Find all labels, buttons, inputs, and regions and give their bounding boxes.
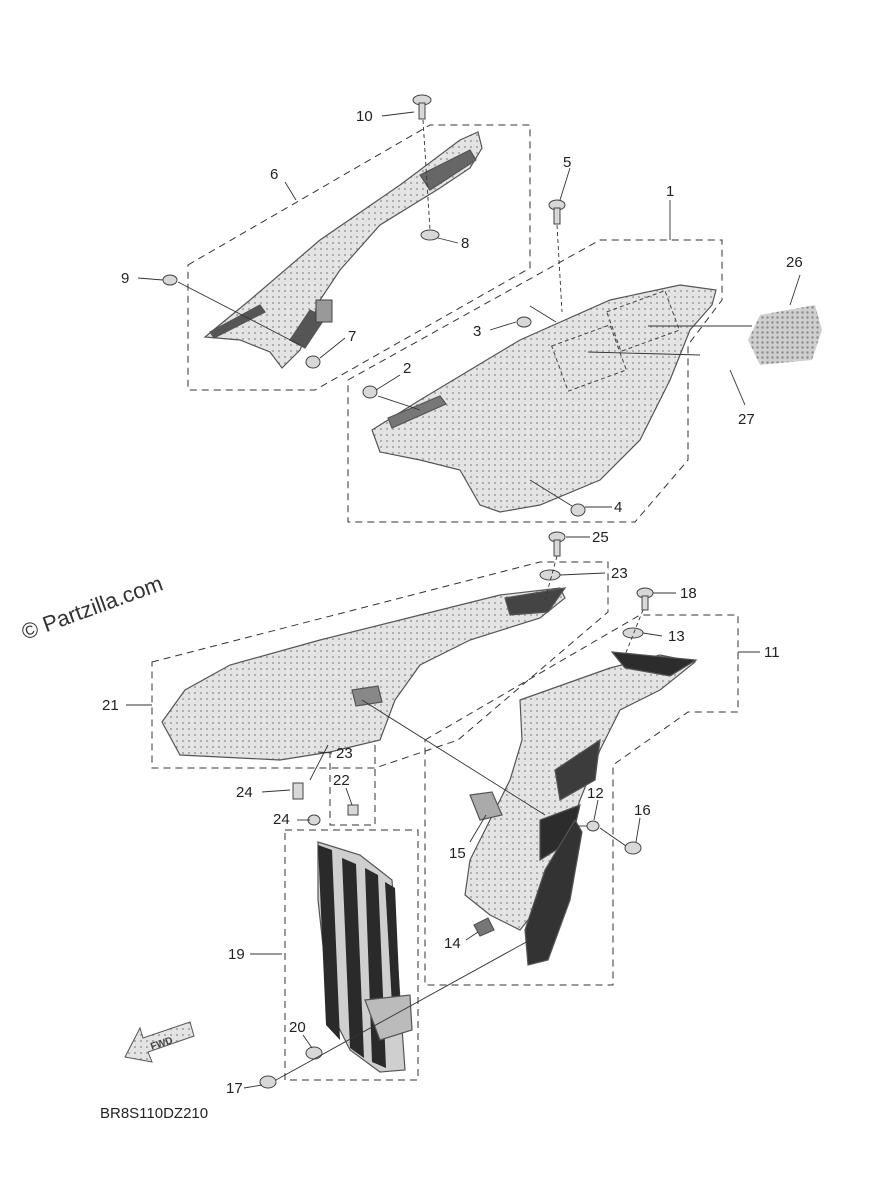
callout-23b: 23 <box>336 745 353 762</box>
callout-12: 12 <box>587 785 604 802</box>
part-26-decal <box>748 305 822 365</box>
callout-26: 26 <box>786 254 803 271</box>
callout-6: 6 <box>270 166 278 183</box>
callout-17: 17 <box>226 1080 243 1097</box>
callout-27: 27 <box>738 411 755 428</box>
callouts: 1 2 3 4 5 6 7 8 9 10 11 12 13 14 15 16 1… <box>102 108 803 1097</box>
group-1-outline <box>347 239 723 523</box>
callout-19: 19 <box>228 946 245 963</box>
fwd-arrow: FWD <box>124 1021 195 1063</box>
callout-22: 22 <box>333 772 350 789</box>
leader-lines <box>126 111 801 1089</box>
callout-4: 4 <box>614 499 622 516</box>
part-14-clip <box>473 917 495 937</box>
callout-20: 20 <box>289 1019 306 1036</box>
callout-13: 13 <box>668 628 685 645</box>
callout-24a: 24 <box>236 784 253 801</box>
callout-11: 11 <box>764 644 780 661</box>
callout-25: 25 <box>592 529 609 546</box>
diagram-code: BR8S110DZ210 <box>100 1105 208 1122</box>
part-11-side-panel <box>464 651 698 966</box>
fasteners <box>162 94 654 1089</box>
callout-18: 18 <box>680 585 697 602</box>
group-21-outline <box>151 561 609 769</box>
callout-21: 21 <box>102 697 119 714</box>
part-6-side-cover <box>203 131 483 369</box>
group-6-outline <box>187 124 531 391</box>
part-21-side-cover <box>161 587 567 761</box>
callout-5: 5 <box>563 154 571 171</box>
callout-8: 8 <box>461 235 469 252</box>
part-19-grille <box>317 841 413 1073</box>
callout-24b: 24 <box>273 811 290 828</box>
group-19-outline <box>284 829 419 1081</box>
callout-15: 15 <box>449 845 466 862</box>
callout-9: 9 <box>121 270 129 287</box>
group-11-outline <box>424 614 739 986</box>
callout-23a: 23 <box>611 565 628 582</box>
watermark: © Partzilla.com <box>18 571 166 645</box>
callout-1: 1 <box>666 183 674 200</box>
callout-2: 2 <box>403 360 411 377</box>
callout-16: 16 <box>634 802 651 819</box>
callout-7: 7 <box>348 328 356 345</box>
callout-3: 3 <box>473 323 481 340</box>
callout-10: 10 <box>356 108 373 125</box>
callout-14: 14 <box>444 935 461 952</box>
part-1-side-cover-panel <box>371 284 717 513</box>
part-15-damper <box>469 791 503 821</box>
